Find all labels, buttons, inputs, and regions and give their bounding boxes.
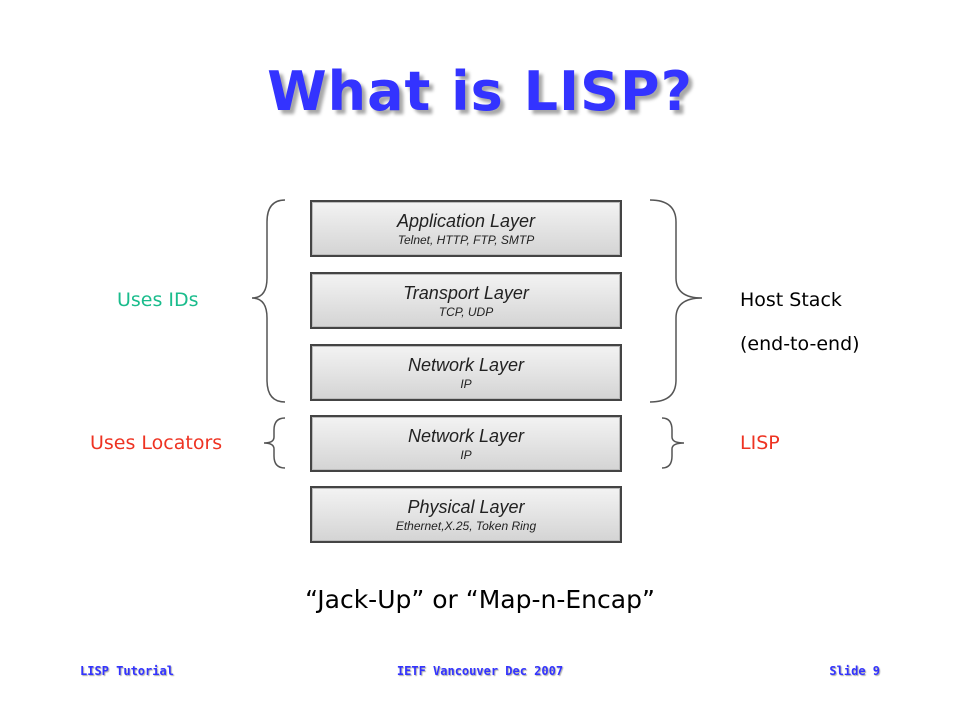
uses-ids-label: Uses IDs bbox=[117, 289, 199, 311]
layer-name: Transport Layer bbox=[403, 283, 529, 303]
slide-title: What is LISP? bbox=[267, 60, 693, 123]
layer-name: Network Layer bbox=[407, 426, 525, 446]
footer-left: LISP Tutorial bbox=[80, 664, 174, 678]
left-brace-ids bbox=[251, 199, 286, 403]
left-brace-locators bbox=[263, 417, 286, 469]
layer-protocols: Ethernet,X.25, Token Ring bbox=[395, 519, 537, 533]
lisp-label: LISP bbox=[740, 432, 780, 454]
layer-name: Application Layer bbox=[396, 211, 536, 231]
host-stack-label: Host Stack bbox=[740, 289, 842, 311]
layer-network-host: Network Layer IP bbox=[310, 344, 622, 401]
layer-physical: Physical Layer Ethernet,X.25, Token Ring bbox=[310, 486, 622, 543]
layer-protocols: Telnet, HTTP, FTP, SMTP bbox=[397, 233, 535, 247]
layer-protocols: TCP, UDP bbox=[438, 305, 494, 319]
layer-transport: Transport Layer TCP, UDP bbox=[310, 272, 622, 329]
footer-center: IETF Vancouver Dec 2007 bbox=[396, 664, 564, 678]
footer-right: Slide 9 bbox=[829, 664, 880, 678]
layer-name: Network Layer bbox=[407, 355, 525, 375]
end-to-end-label: (end-to-end) bbox=[740, 333, 860, 355]
right-brace-host-stack bbox=[649, 199, 703, 403]
right-brace-lisp bbox=[661, 417, 685, 469]
layer-network-lisp: Network Layer IP bbox=[310, 415, 622, 472]
layer-name: Physical Layer bbox=[407, 497, 525, 517]
layer-application: Application Layer Telnet, HTTP, FTP, SMT… bbox=[310, 200, 622, 257]
layer-protocols: IP bbox=[460, 377, 472, 391]
jack-up-quote: “Jack-Up” or “Map-n-Encap” bbox=[305, 585, 655, 614]
uses-locators-label: Uses Locators bbox=[90, 432, 223, 454]
layer-protocols: IP bbox=[460, 448, 472, 462]
